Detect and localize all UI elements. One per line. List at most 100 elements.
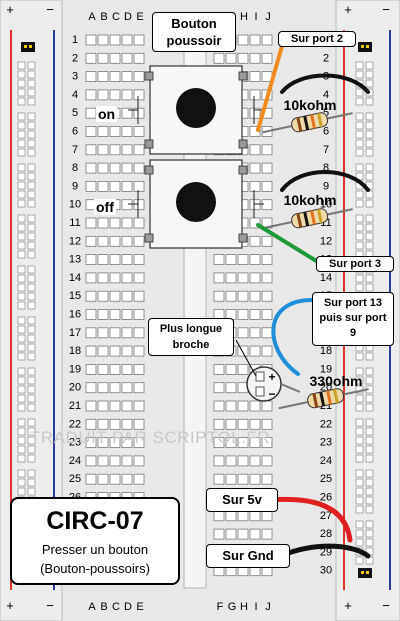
rail-hole	[355, 223, 364, 232]
button-cap	[176, 88, 216, 128]
grid-hole	[261, 345, 273, 357]
grid-hole	[249, 327, 261, 339]
grid-hole	[97, 144, 109, 156]
grid-hole	[97, 473, 109, 485]
rail-jumper	[21, 42, 35, 52]
grid-hole	[213, 473, 225, 485]
rail-hole	[365, 121, 374, 130]
grid-hole	[249, 107, 261, 119]
rail-hole	[365, 130, 374, 139]
longer-lead-callout: Plus longue broche	[148, 318, 234, 356]
grid-hole	[85, 309, 97, 320]
rail-jumper-pin	[29, 45, 32, 48]
rail-hole	[355, 352, 364, 361]
grid-hole	[97, 290, 109, 302]
grid-hole	[237, 418, 249, 430]
rail-hole	[365, 469, 374, 478]
resistor-band	[326, 390, 332, 405]
grid-hole	[261, 52, 273, 64]
button-pin	[238, 139, 248, 149]
grid-hole	[249, 89, 261, 101]
port2-callout: Sur port 2	[278, 31, 356, 47]
rail-hole	[27, 403, 36, 412]
rail-hole	[17, 454, 26, 463]
rail-hole	[355, 274, 364, 283]
column-label-top: D	[124, 11, 132, 23]
rail-hole	[27, 88, 36, 97]
grid-hole	[97, 272, 109, 284]
grid-hole	[121, 180, 133, 192]
rail-hole	[17, 283, 26, 292]
grid-hole	[97, 52, 109, 64]
grid-hole	[133, 382, 145, 394]
grid-hole	[237, 309, 249, 320]
rail-hole	[17, 199, 26, 208]
grid-hole	[249, 510, 261, 522]
rail-jumper	[358, 568, 372, 578]
v5-callout: Sur 5v	[206, 488, 278, 512]
grid-hole	[249, 528, 261, 540]
row-label-left: 21	[69, 400, 81, 412]
rail-hole	[355, 427, 364, 436]
rail-hole	[365, 274, 374, 283]
grid-hole	[121, 327, 133, 339]
grid-hole	[249, 254, 261, 266]
rail-hole	[365, 148, 374, 157]
led-lead	[280, 383, 301, 393]
grid-hole	[109, 382, 121, 394]
rail-hole	[17, 172, 26, 181]
row-label-left: 9	[72, 180, 78, 192]
switch-symbol-left	[128, 190, 139, 218]
row-label-right: 11	[320, 217, 331, 229]
column-label-bottom: A	[88, 601, 96, 613]
rail-hole	[27, 274, 36, 283]
grid-hole	[261, 510, 273, 522]
rail-hole	[27, 199, 36, 208]
column-label-top: A	[88, 11, 96, 23]
column-label-bottom: E	[136, 601, 143, 613]
grid-hole	[133, 89, 145, 101]
row-label-left: 8	[72, 162, 78, 174]
watermark: TRADUIT PAR SCRIPTOL.FR	[30, 428, 271, 447]
switch-symbol-left	[128, 96, 139, 124]
grid-hole	[85, 217, 97, 229]
grid-hole	[85, 52, 97, 64]
rail-hole	[27, 181, 36, 190]
push-button-bottom	[128, 159, 264, 249]
grid-hole	[133, 126, 145, 137]
rail-hole	[27, 343, 36, 352]
rail-hole	[355, 529, 364, 538]
rail-hole	[17, 403, 26, 412]
column-label-bottom: J	[265, 601, 271, 613]
rail-hole	[365, 538, 374, 547]
grid-hole	[85, 400, 97, 412]
resistor-middle	[262, 208, 353, 230]
rail-hole	[365, 427, 374, 436]
rail-hole	[17, 130, 26, 139]
grid-hole	[237, 34, 249, 46]
grid-hole	[261, 144, 273, 156]
button-pin	[144, 233, 154, 243]
rail-hole	[17, 61, 26, 70]
grid-hole	[249, 400, 261, 412]
row-label-right: 22	[320, 418, 332, 430]
rail-hole	[27, 265, 36, 274]
grid-hole	[97, 217, 109, 229]
grid-hole	[261, 418, 273, 430]
button-pin	[144, 139, 154, 149]
grid-hole	[249, 217, 261, 229]
rail-hole	[27, 121, 36, 130]
grid-hole	[133, 34, 145, 46]
rail-hole	[27, 469, 36, 478]
grid-hole	[249, 455, 261, 467]
rail-hole	[365, 376, 374, 385]
rail-hole	[365, 112, 374, 121]
grid-hole	[85, 363, 97, 375]
grid-hole	[213, 363, 225, 375]
grid-hole	[225, 528, 237, 540]
grid-hole	[133, 162, 145, 174]
rail-hole	[27, 334, 36, 343]
grid-hole	[85, 418, 97, 430]
grid-hole	[109, 162, 121, 174]
rail-hole	[17, 478, 26, 487]
